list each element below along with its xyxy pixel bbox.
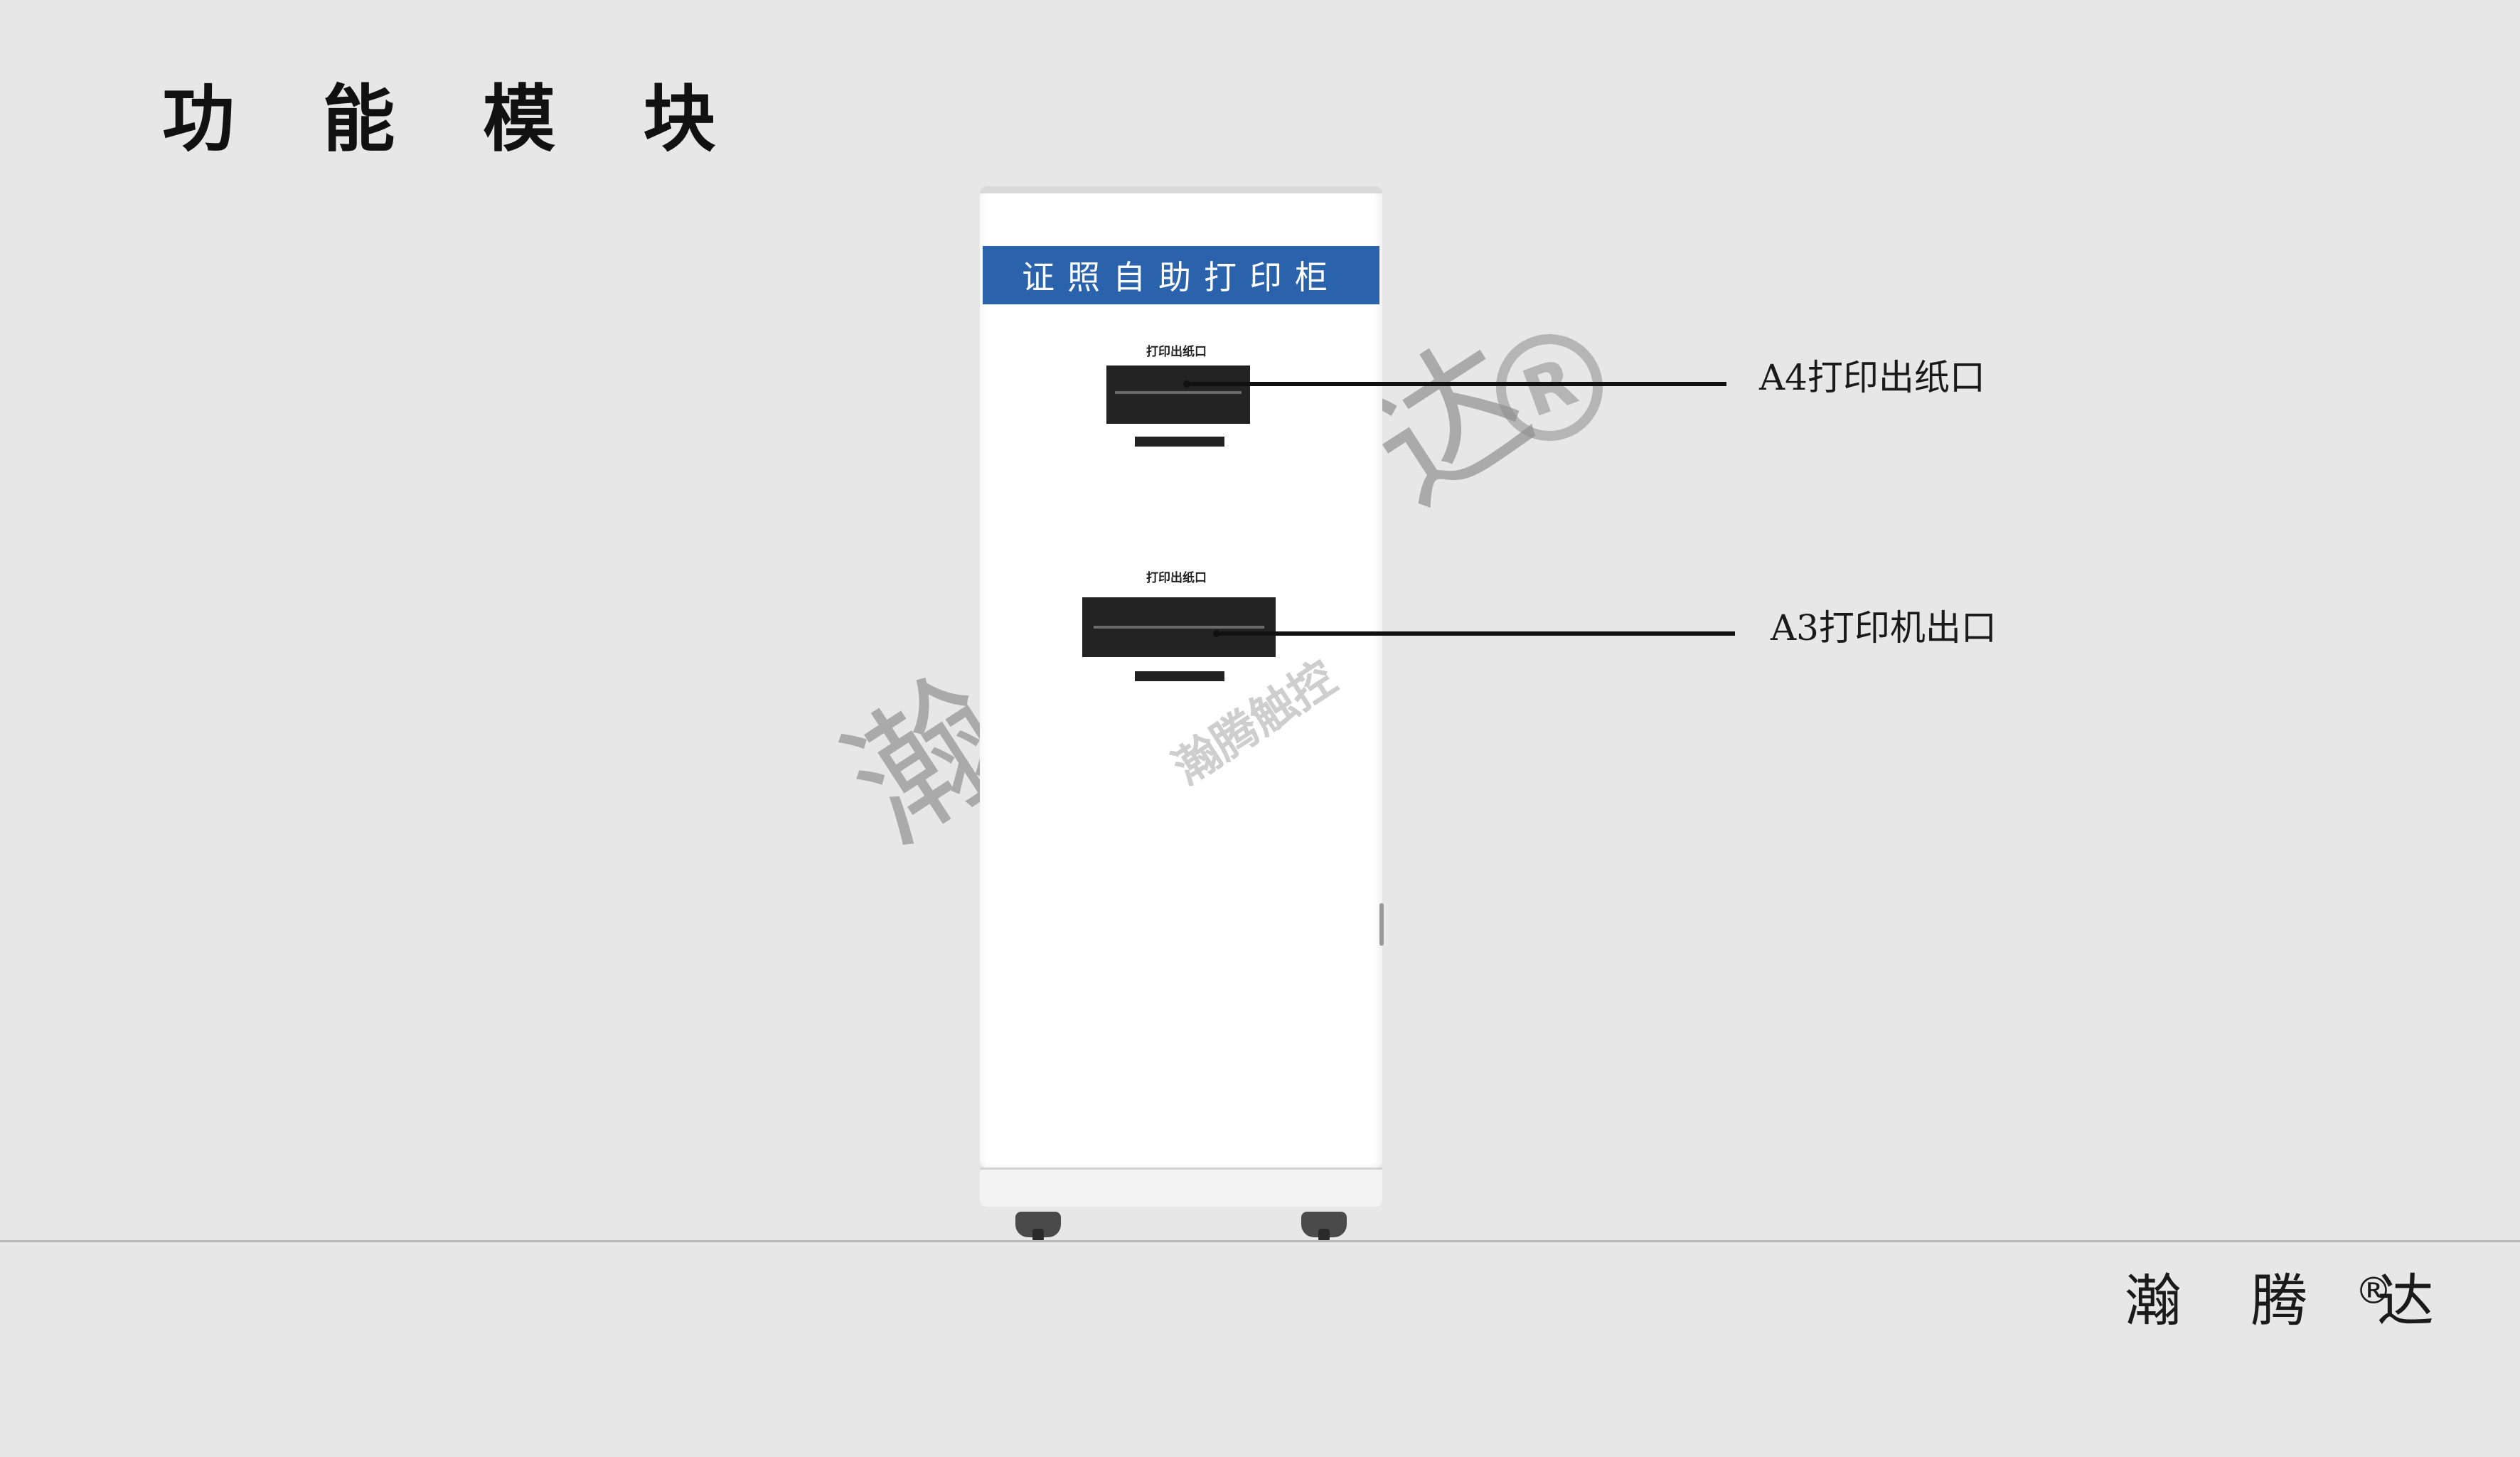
slot-top-label: 打印出纸口 (1146, 345, 1207, 359)
cabinet-side-handle (1379, 903, 1384, 946)
caster-wheel-right (1301, 1212, 1347, 1242)
a4-outlet-tray-bar (1135, 437, 1224, 447)
cabinet-top-edge (980, 186, 1382, 193)
callout-a3-label: A3打印机出口 (1771, 607, 1997, 649)
callout-a4-label: A4打印出纸口 (1759, 357, 1985, 398)
brand-registered-mark: ® (2355, 1270, 2392, 1313)
brand-name: 瀚 腾 达 (2125, 1268, 2460, 1334)
caster-wheel-left (1015, 1212, 1061, 1242)
a3-outlet-tray-bar (1135, 671, 1224, 681)
a4-outlet-slit (1115, 391, 1242, 394)
a3-outlet-slit (1094, 626, 1264, 629)
kiosk-header-banner: 证照自助打印柜 (983, 246, 1379, 304)
cabinet-base (980, 1168, 1382, 1207)
a4-paper-outlet (1106, 365, 1250, 424)
floor-divider-line (0, 1240, 2520, 1242)
a3-printer-outlet (1082, 597, 1276, 657)
callout-a4-line (1186, 382, 1726, 386)
callout-a3-line (1216, 631, 1735, 636)
print-kiosk-cabinet: 证照自助打印柜 打印出纸口 打印出纸口 (980, 186, 1382, 1207)
slot-bottom-label: 打印出纸口 (1146, 571, 1207, 585)
page-title: 功 能 模 块 (162, 78, 747, 162)
